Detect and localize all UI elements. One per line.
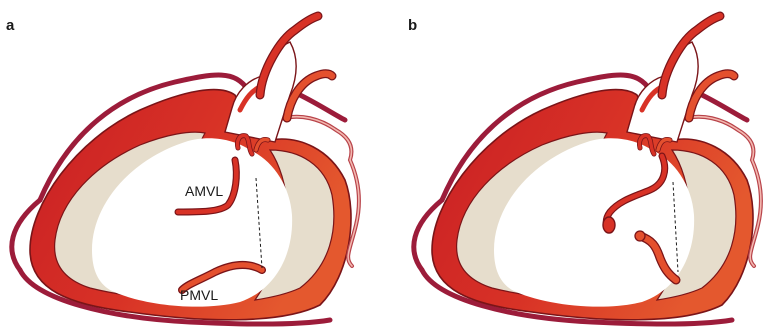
- panel-b-letter: b: [408, 17, 417, 34]
- panel-a-pmvl-label: PMVL: [180, 287, 218, 303]
- panel-b: b: [408, 16, 761, 324]
- panel-a-letter: a: [6, 17, 15, 34]
- panel-a: a AMVL PMVL: [6, 16, 359, 324]
- panel-a-amvl-label: AMVL: [185, 183, 223, 199]
- panel-b-heart: [414, 16, 761, 324]
- panel-a-heart: [12, 16, 359, 324]
